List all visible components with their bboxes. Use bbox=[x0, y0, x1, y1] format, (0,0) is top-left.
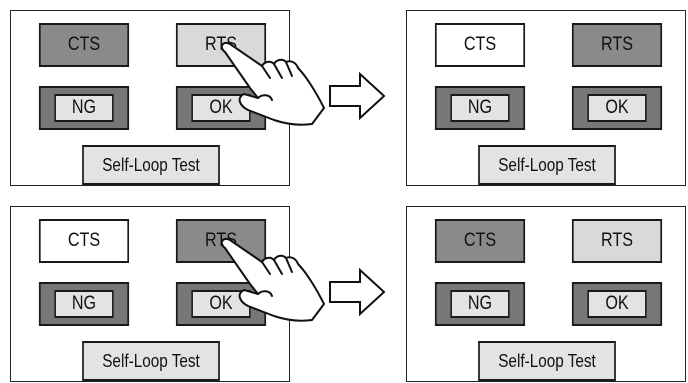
pointing-hand-icon bbox=[220, 238, 325, 322]
panel-row2-after: CTS RTS NG OK Self-Loop Test bbox=[406, 206, 686, 382]
cts-label: CTS bbox=[67, 34, 101, 55]
ok-label: OK bbox=[587, 94, 647, 122]
ng-label: NG bbox=[450, 94, 510, 122]
cts-button[interactable]: CTS bbox=[434, 219, 526, 263]
cts-button[interactable]: CTS bbox=[38, 219, 130, 263]
ng-indicator: NG bbox=[434, 282, 526, 326]
self-loop-test-button[interactable]: Self-Loop Test bbox=[478, 341, 616, 381]
cts-label: CTS bbox=[463, 34, 497, 55]
self-loop-test-button[interactable]: Self-Loop Test bbox=[82, 145, 220, 185]
rts-button[interactable]: RTS bbox=[571, 23, 663, 67]
self-loop-test-button[interactable]: Self-Loop Test bbox=[478, 145, 616, 185]
self-loop-test-label: Self-Loop Test bbox=[102, 350, 200, 371]
pointing-hand-icon bbox=[220, 42, 325, 126]
self-loop-test-label: Self-Loop Test bbox=[498, 350, 596, 371]
right-arrow-icon bbox=[329, 267, 386, 317]
ng-indicator: NG bbox=[434, 86, 526, 130]
ng-label: NG bbox=[450, 290, 510, 318]
cts-button[interactable]: CTS bbox=[38, 23, 130, 67]
ok-indicator: OK bbox=[571, 282, 663, 326]
ok-indicator: OK bbox=[571, 86, 663, 130]
ok-label: OK bbox=[587, 290, 647, 318]
cts-label: CTS bbox=[463, 230, 497, 251]
right-arrow-icon bbox=[329, 71, 386, 121]
ng-indicator: NG bbox=[38, 282, 130, 326]
ng-indicator: NG bbox=[38, 86, 130, 130]
rts-label: RTS bbox=[600, 34, 634, 55]
cts-label: CTS bbox=[67, 230, 101, 251]
rts-label: RTS bbox=[600, 230, 634, 251]
cts-button[interactable]: CTS bbox=[434, 23, 526, 67]
self-loop-test-label: Self-Loop Test bbox=[498, 154, 596, 175]
rts-button[interactable]: RTS bbox=[571, 219, 663, 263]
ng-label: NG bbox=[54, 94, 114, 122]
panel-row1-after: CTS RTS NG OK Self-Loop Test bbox=[406, 10, 686, 186]
self-loop-test-label: Self-Loop Test bbox=[102, 154, 200, 175]
self-loop-test-button[interactable]: Self-Loop Test bbox=[82, 341, 220, 381]
ng-label: NG bbox=[54, 290, 114, 318]
